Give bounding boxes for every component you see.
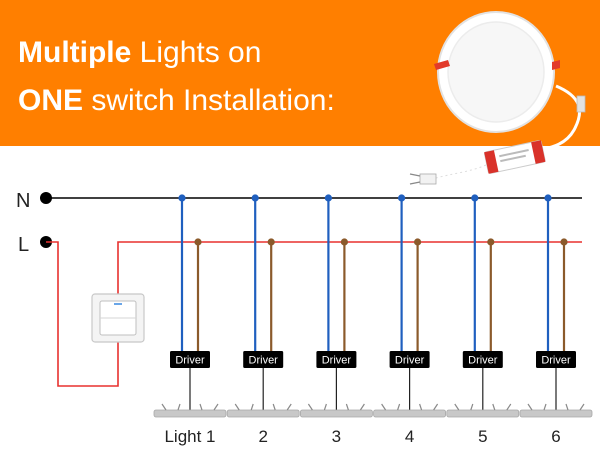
recessed-light-fixture-icon xyxy=(446,409,520,418)
live-junction xyxy=(340,238,348,246)
driver-box xyxy=(243,351,284,368)
live-label: L xyxy=(18,234,29,256)
live-junction xyxy=(487,238,495,246)
neutral-junction xyxy=(544,194,552,202)
recessed-light-fixture-icon xyxy=(299,409,373,418)
live-junction xyxy=(267,238,275,246)
header-line-2: ONE switch Installation: xyxy=(18,84,335,117)
neutral-junction xyxy=(398,194,406,202)
neutral-junction xyxy=(471,194,479,202)
recessed-light-fixture-icon xyxy=(373,409,447,418)
fixture-spring-clips-icon xyxy=(234,403,292,411)
light-label: 2 xyxy=(258,427,267,446)
driver-label: Driver xyxy=(468,355,498,367)
neutral-terminal xyxy=(40,192,52,204)
driver-box xyxy=(316,351,357,368)
downlight-with-driver-icon xyxy=(409,11,586,185)
recessed-light-fixture-icon xyxy=(226,409,300,418)
live-junction xyxy=(414,238,422,246)
light-label: Light 1 xyxy=(164,427,215,446)
fixture-spring-clips-icon xyxy=(307,403,365,411)
fixture-spring-clips-icon xyxy=(161,403,219,411)
recessed-light-fixture-icon xyxy=(153,409,227,418)
driver-label: Driver xyxy=(395,355,425,367)
light-label: 6 xyxy=(551,427,560,446)
light-label: 3 xyxy=(332,427,341,446)
recessed-light-fixture-icon xyxy=(519,409,593,418)
live-junction xyxy=(560,238,568,246)
light-label: 5 xyxy=(478,427,487,446)
driver-box xyxy=(462,351,503,368)
driver-box xyxy=(170,351,210,368)
driver-label: Driver xyxy=(541,355,571,367)
live-junction xyxy=(194,238,202,246)
light-label: 4 xyxy=(405,427,414,446)
neutral-junction xyxy=(178,194,186,202)
driver-label: Driver xyxy=(249,355,279,367)
fixture-spring-clips-icon xyxy=(527,403,585,411)
fixture-spring-clips-icon xyxy=(454,403,512,411)
driver-label: Driver xyxy=(175,355,205,367)
driver-box xyxy=(536,351,576,368)
wall-switch-icon xyxy=(91,293,145,343)
neutral-junction xyxy=(251,194,259,202)
driver-label: Driver xyxy=(322,355,352,367)
header-line-1: Multiple Lights on xyxy=(18,36,261,69)
driver-box xyxy=(389,351,430,368)
fixture-spring-clips-icon xyxy=(381,403,439,411)
neutral-label: N xyxy=(16,190,30,212)
neutral-junction xyxy=(324,194,332,202)
